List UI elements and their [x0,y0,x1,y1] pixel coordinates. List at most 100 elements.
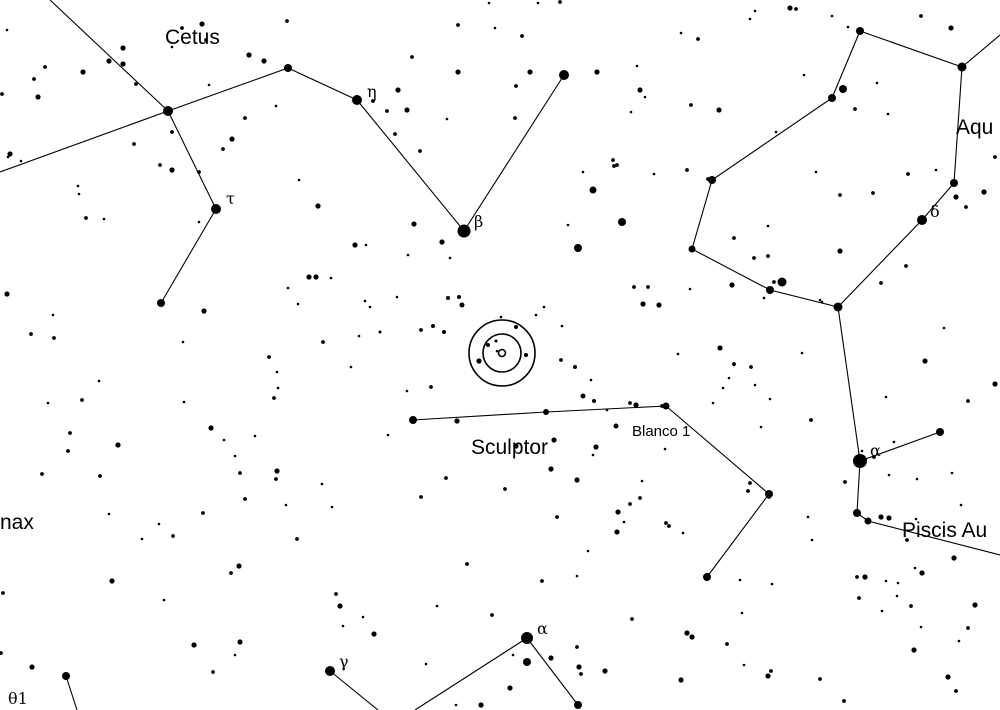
star [368,305,372,309]
star [494,339,498,343]
star [7,151,13,157]
star [860,449,864,453]
star [717,345,723,351]
star [76,184,80,188]
star [267,355,271,359]
star [454,703,458,707]
star [551,437,557,443]
star [806,515,810,519]
star [880,609,884,613]
star [904,264,908,268]
star [685,168,689,172]
star [559,358,563,362]
star [514,84,518,88]
star [615,509,621,515]
star [981,189,987,195]
star [638,496,642,500]
star [765,490,773,498]
star [236,563,242,569]
star [503,487,507,491]
star [843,480,847,484]
star [787,5,793,11]
star [181,340,185,344]
star [454,418,460,424]
star [633,402,639,408]
star [703,573,711,581]
star [875,81,879,85]
star [574,477,580,483]
star [542,305,546,309]
star [84,216,88,220]
constellation-label-aquarius: Aqu [956,116,993,139]
star [800,351,804,355]
star [106,58,112,64]
star [274,477,278,481]
star [253,434,257,438]
star [444,476,448,480]
star [513,443,519,449]
star [919,14,923,18]
star [334,592,338,596]
star-label-theta1-scl: θ1 [8,689,28,708]
star [613,423,619,429]
star [97,379,101,383]
star [478,702,484,708]
star [830,14,834,18]
star [62,672,70,680]
star [163,106,173,116]
target-center [497,348,507,358]
star [936,428,944,436]
blanco-1-target-marker [468,319,536,387]
star [320,482,324,486]
star [862,574,868,580]
star [992,381,998,387]
star [574,244,582,252]
star [102,217,106,221]
star [589,378,593,382]
star [243,116,247,120]
constellation-label-sculptor: Sculptor [471,436,548,459]
star [404,107,410,113]
star [579,672,583,676]
star [615,163,619,167]
star [573,365,577,369]
star [435,604,439,608]
star [594,69,600,75]
star [948,25,954,31]
star [493,26,497,30]
star [857,596,861,600]
star [746,489,750,493]
star [560,324,564,328]
star [766,286,774,294]
star [853,107,857,111]
star-label-beta-cet: β [474,212,483,231]
star [527,69,533,75]
star [495,349,499,353]
constellation-line [0,110,169,173]
star [886,515,892,521]
star [957,62,967,72]
star [809,418,813,422]
star [395,295,399,299]
star [614,529,620,535]
star [208,425,214,431]
star [640,301,646,307]
star [768,397,772,401]
star [284,503,288,507]
star [229,571,233,575]
constellation-line [856,460,1000,556]
star [635,64,639,68]
constellation-line [65,675,78,710]
star [742,663,746,667]
star [171,534,175,538]
star [540,579,544,583]
constellation-line [412,405,770,578]
star [856,27,864,35]
star [892,440,896,444]
star [446,296,450,300]
constellation-line [160,110,217,304]
star [814,170,818,174]
star [884,579,888,583]
star [534,313,538,317]
